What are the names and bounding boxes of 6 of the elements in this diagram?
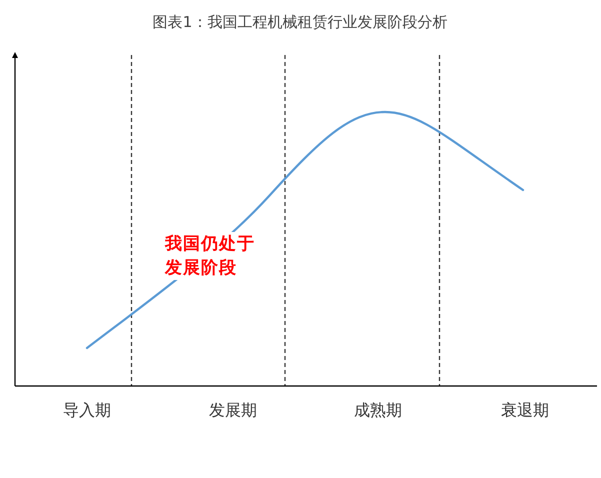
stage-label: 导入期	[63, 400, 111, 420]
stage-label: 成熟期	[354, 400, 402, 420]
stage-label: 衰退期	[501, 400, 549, 420]
annotation: 我国仍处于发展阶段	[165, 232, 257, 280]
chart-title: 图表1：我国工程机械租赁行业发展阶段分析	[152, 13, 448, 31]
stage-label: 发展期	[209, 400, 257, 420]
